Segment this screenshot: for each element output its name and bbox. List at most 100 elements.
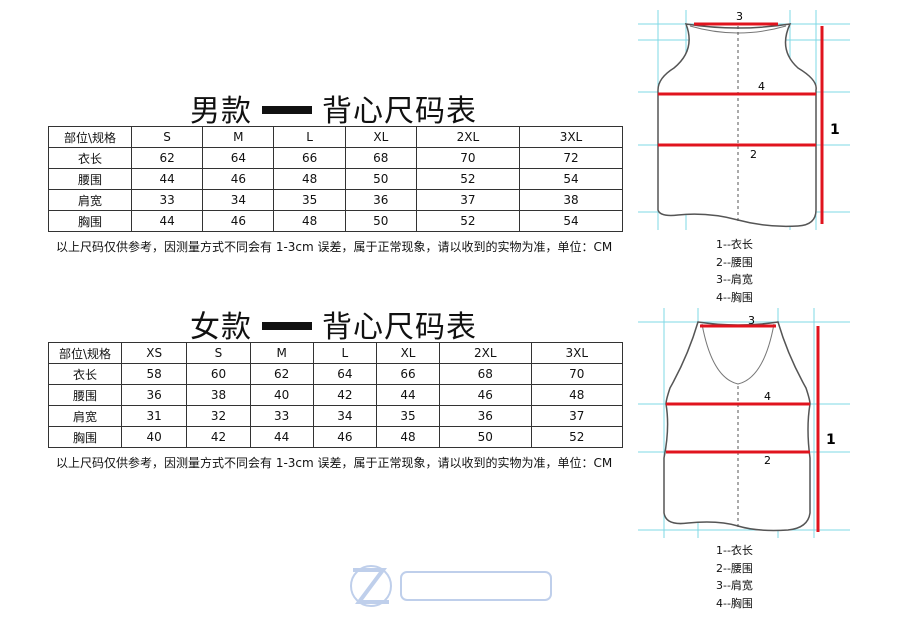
column-header: 部位\规格	[48, 342, 122, 364]
women-size-note: 以上尺码仅供参考，因测量方式不同会有 1-3cm 误差，属于正常现象，请以收到的…	[56, 456, 613, 470]
women-diagram-legend: 1--衣长 2--腰围 3--肩宽 4--胸围	[716, 542, 753, 612]
column-header: XL	[375, 342, 441, 364]
column-header: 3XL	[518, 126, 624, 148]
table-cell: 48	[273, 210, 346, 232]
table-cell: 44	[130, 210, 204, 232]
table-cell: 48	[375, 426, 441, 448]
table-cell: 70	[415, 147, 520, 169]
row-label: 衣长	[48, 147, 132, 169]
column-header: S	[130, 126, 204, 148]
table-cell: 52	[530, 426, 624, 448]
men-size-title: 男款 背心尺码表	[190, 86, 477, 130]
marker-3: 3	[736, 10, 743, 23]
table-cell: 52	[415, 168, 520, 190]
table-cell: 62	[130, 147, 204, 169]
table-cell: 35	[375, 405, 441, 427]
row-label: 腰围	[48, 168, 132, 190]
title-dash	[262, 106, 312, 114]
marker-2: 2	[764, 454, 771, 467]
table-cell: 62	[249, 363, 314, 385]
table-cell: 58	[120, 363, 188, 385]
row-label: 肩宽	[48, 405, 122, 427]
table-cell: 36	[120, 384, 188, 406]
table-cell: 44	[249, 426, 314, 448]
table-cell: 72	[518, 147, 624, 169]
column-header: XL	[344, 126, 417, 148]
column-header: 2XL	[415, 126, 520, 148]
marker-1: 1	[826, 432, 836, 448]
column-header: 部位\规格	[48, 126, 132, 148]
legend-item: 2--腰围	[716, 561, 753, 575]
table-cell: 66	[375, 363, 441, 385]
legend-item: 3--肩宽	[716, 273, 753, 286]
column-header: XS	[120, 342, 188, 364]
men-diagram-legend: 1--衣长 2--腰围 3--肩宽 4--胸围	[716, 236, 753, 306]
marker-1: 1	[830, 122, 840, 138]
row-label: 胸围	[48, 426, 122, 448]
column-header: L	[312, 342, 377, 364]
table-cell: 37	[530, 405, 624, 427]
watermark-logo	[350, 565, 552, 607]
row-label: 胸围	[48, 210, 132, 232]
row-label: 肩宽	[48, 189, 132, 211]
column-header: 2XL	[439, 342, 532, 364]
table-cell: 44	[375, 384, 441, 406]
table-cell: 46	[312, 426, 377, 448]
table-cell: 35	[273, 189, 346, 211]
table-cell: 50	[344, 210, 417, 232]
table-cell: 36	[439, 405, 532, 427]
legend-item: 4--胸围	[716, 290, 753, 304]
column-header: M	[202, 126, 275, 148]
table-cell: 31	[120, 405, 188, 427]
table-cell: 68	[439, 363, 532, 385]
table-cell: 34	[312, 405, 377, 427]
men-title-right: 背心尺码表	[322, 94, 477, 129]
table-cell: 52	[415, 210, 520, 232]
table-cell: 66	[273, 147, 346, 169]
marker-4: 4	[758, 80, 765, 93]
table-cell: 64	[312, 363, 377, 385]
row-label: 腰围	[48, 384, 122, 406]
table-cell: 64	[202, 147, 275, 169]
table-cell: 50	[344, 168, 417, 190]
men-title-left: 男款	[190, 94, 252, 129]
table-cell: 42	[312, 384, 377, 406]
row-label: 衣长	[48, 363, 122, 385]
women-title-right: 背心尺码表	[322, 310, 477, 345]
table-cell: 36	[344, 189, 417, 211]
table-cell: 70	[530, 363, 624, 385]
table-cell: 44	[130, 168, 204, 190]
table-cell: 32	[186, 405, 251, 427]
table-cell: 38	[518, 189, 624, 211]
table-cell: 60	[186, 363, 251, 385]
table-cell: 50	[439, 426, 532, 448]
table-cell: 42	[186, 426, 251, 448]
marker-2: 2	[750, 148, 757, 161]
table-cell: 40	[249, 384, 314, 406]
legend-item: 4--胸围	[716, 596, 753, 610]
column-header: M	[249, 342, 314, 364]
table-cell: 46	[439, 384, 532, 406]
table-cell: 48	[273, 168, 346, 190]
table-cell: 54	[518, 168, 624, 190]
table-cell: 68	[344, 147, 417, 169]
table-cell: 38	[186, 384, 251, 406]
women-size-title: 女款背心尺码表	[190, 302, 477, 346]
table-cell: 37	[415, 189, 520, 211]
column-header: S	[186, 342, 251, 364]
marker-3: 3	[748, 314, 755, 327]
women-vest-diagram: 3 4 2 1	[638, 308, 850, 538]
column-header: 3XL	[530, 342, 624, 364]
table-cell: 54	[518, 210, 624, 232]
